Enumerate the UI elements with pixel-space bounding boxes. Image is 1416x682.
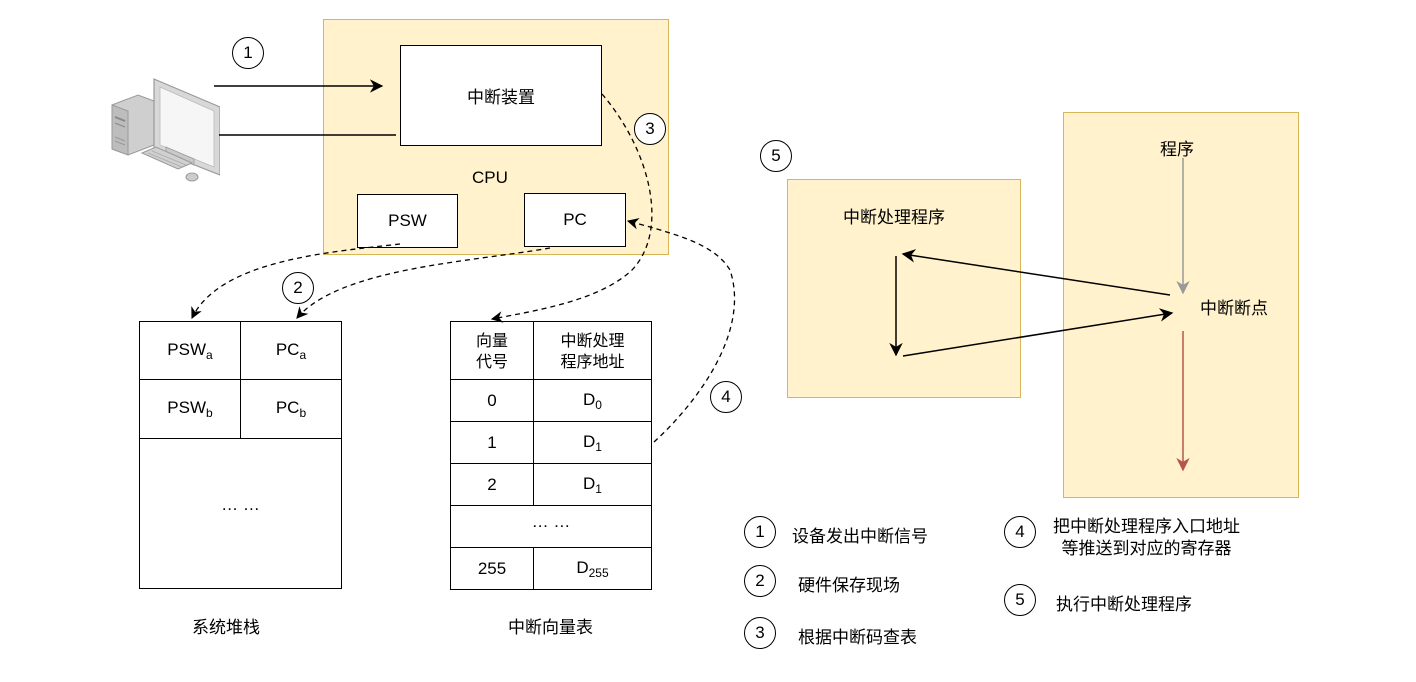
program-box <box>1063 112 1299 498</box>
legend-marker-5: 5 <box>1004 584 1036 616</box>
step-2-marker: 2 <box>282 272 314 304</box>
vector-address: D1 <box>533 421 652 464</box>
step-1-marker: 1 <box>232 37 264 69</box>
vector-code: 255 <box>450 547 534 590</box>
stack-cell-psw: PSWb <box>139 379 241 439</box>
stack-cell-psw: PSWa <box>139 321 241 380</box>
vector-code: 1 <box>450 421 534 464</box>
vector-address: D1 <box>533 463 652 506</box>
interrupt-device-box: 中断装置 <box>400 45 602 146</box>
vector-address: D0 <box>533 379 652 422</box>
stack-row-ellipsis: … … <box>139 438 342 589</box>
legend-text-2: 硬件保存现场 <box>798 576 900 596</box>
vector-ellipsis: … … <box>450 505 652 548</box>
cpu-label: CPU <box>472 168 508 187</box>
psw-label: PSW <box>388 211 427 230</box>
stack-cell-pc: PCb <box>240 379 342 439</box>
step-4-marker: 4 <box>710 381 742 413</box>
legend-marker-3: 3 <box>744 617 776 649</box>
psw-register: PSW <box>357 194 458 248</box>
header-vector-code: 向量代号 <box>450 321 534 380</box>
vector-table-row: 0 D0 <box>450 379 652 422</box>
legend-text-3: 根据中断码查表 <box>798 628 917 648</box>
vector-table-row: 255 D255 <box>450 547 652 590</box>
stack-row: PSWb PCb <box>139 379 342 439</box>
vector-table-title: 中断向量表 <box>508 618 593 638</box>
vector-table-row: 2 D1 <box>450 463 652 506</box>
stack-cell-pc: PCa <box>240 321 342 380</box>
pc-register: PC <box>524 193 626 247</box>
program-title: 程序 <box>1160 140 1194 160</box>
vector-table-row: 1 D1 <box>450 421 652 464</box>
stack-ellipsis: … … <box>139 438 342 589</box>
vector-address: D255 <box>533 547 652 590</box>
vector-table-ellipsis-row: … … <box>450 505 652 548</box>
vector-code: 2 <box>450 463 534 506</box>
step-5-marker: 5 <box>760 140 792 172</box>
legend-marker-1: 1 <box>744 516 776 548</box>
pc-label: PC <box>563 210 587 229</box>
step-3-marker: 3 <box>634 113 666 145</box>
interrupt-device-label: 中断装置 <box>467 88 535 108</box>
breakpoint-label: 中断断点 <box>1200 299 1268 319</box>
legend-text-5: 执行中断处理程序 <box>1056 595 1192 615</box>
save-pc-arrow <box>296 247 551 319</box>
legend-text-1: 设备发出中断信号 <box>792 527 928 547</box>
legend-text-4: 把中断处理程序入口地址 等推送到对应的寄存器 <box>1053 517 1240 559</box>
vector-table: 向量代号 中断处理程序地址 0 D0 1 D1 2 D1 … … 255 D25… <box>450 321 652 590</box>
vector-table-header: 向量代号 中断处理程序地址 <box>450 321 652 380</box>
header-handler-address: 中断处理程序地址 <box>533 321 652 380</box>
stack-row: PSWa PCa <box>139 321 342 380</box>
desktop-computer-icon <box>108 75 221 185</box>
system-stack-title: 系统堆栈 <box>192 618 260 638</box>
interrupt-handler-title: 中断处理程序 <box>843 208 945 228</box>
legend-marker-4: 4 <box>1004 516 1036 548</box>
vector-code: 0 <box>450 379 534 422</box>
system-stack-table: PSWa PCa PSWb PCb … … <box>139 321 342 589</box>
legend-marker-2: 2 <box>744 565 776 597</box>
